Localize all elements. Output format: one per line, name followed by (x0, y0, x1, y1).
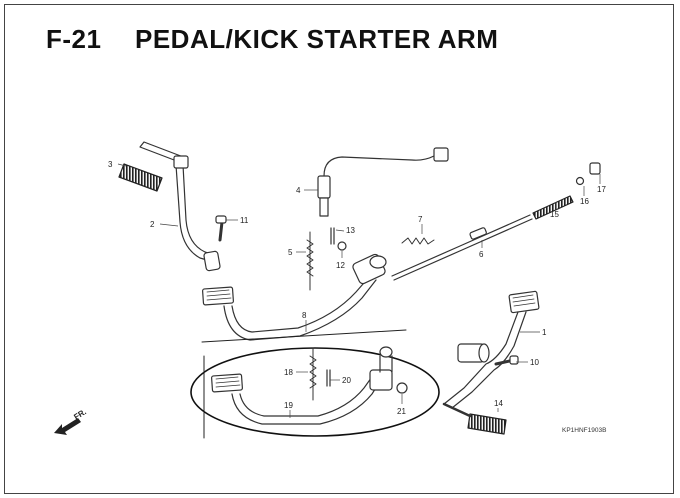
part-label-15: 15 (550, 210, 559, 219)
brake-pedal-drawing (202, 253, 387, 341)
adjusting-parts-drawing (575, 162, 601, 186)
brake-rod-drawing (391, 214, 533, 281)
part-label-12: 12 (336, 261, 345, 270)
kick-starter-bolt-drawing (215, 215, 227, 242)
part-label-2: 2 (150, 220, 155, 229)
part-label-8: 7 (418, 215, 423, 224)
part-label-1: 1 (542, 328, 547, 337)
figure-code: KP1HNF1903B (562, 427, 606, 434)
brake-switch-drawing (317, 147, 449, 217)
option-brake-pedal-drawing (211, 346, 393, 425)
page-frame (4, 4, 674, 494)
option-spring-pin-drawing (309, 347, 408, 401)
front-direction-label: FR. (72, 407, 88, 421)
part-label-21: 21 (397, 407, 406, 416)
part-label-6: 6 (479, 250, 484, 259)
part-label-4: 4 (296, 186, 301, 195)
part-labels: 3 2 4 5 11 13 12 7 6 8 1 10 15 16 17 18 … (108, 160, 606, 416)
part-label-11: 11 (240, 216, 249, 225)
part-label-16: 16 (580, 197, 589, 206)
part-label-5: 5 (288, 248, 293, 257)
rod-spring-drawing (532, 195, 574, 220)
section-title: PEDAL/KICK STARTER ARM (135, 24, 499, 54)
gear-pedal-rubber-drawing (442, 402, 507, 435)
part-label-19: 19 (284, 401, 293, 410)
part-label-18: 18 (284, 368, 293, 377)
kick-starter-rubber-drawing (118, 163, 163, 192)
part-label-7: 8 (302, 311, 307, 320)
section-code: F-21 (46, 24, 102, 54)
option-parts-ellipse (190, 347, 440, 437)
gear-pedal-drawing (443, 290, 540, 409)
return-spring-drawing (401, 237, 435, 245)
part-label-3: 3 (108, 160, 113, 169)
part-label-14: 14 (494, 399, 503, 408)
cotter-pin-washer-drawing (330, 227, 347, 251)
part-label-10: 10 (530, 358, 539, 367)
kick-starter-arm-drawing (139, 141, 221, 272)
brake-switch-spring-drawing (306, 231, 314, 291)
part-label-20: 20 (342, 376, 351, 385)
front-direction-arrow: FR. (54, 407, 88, 435)
part-label-17: 17 (597, 185, 606, 194)
part-label-13: 13 (346, 226, 355, 235)
